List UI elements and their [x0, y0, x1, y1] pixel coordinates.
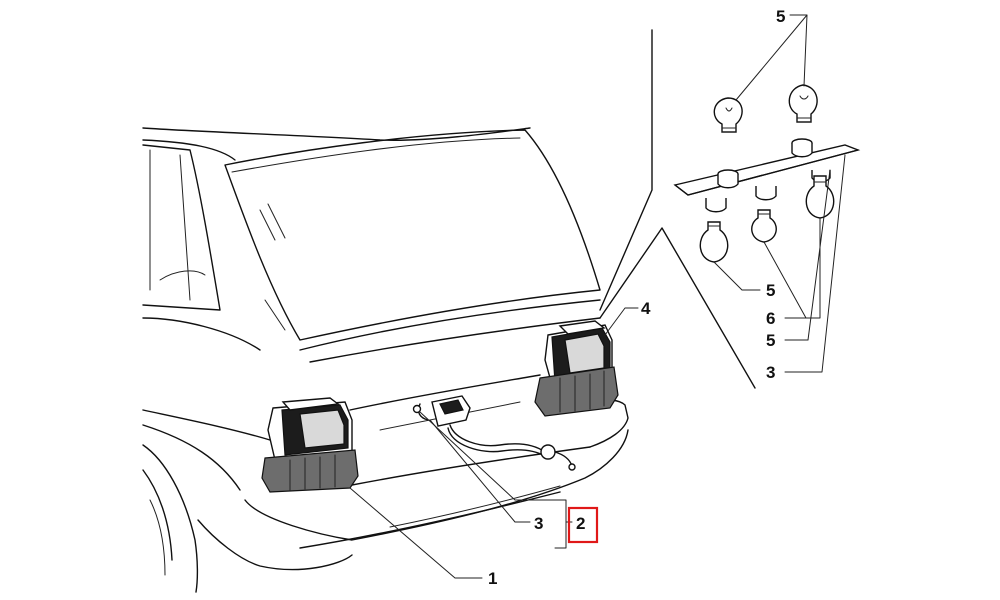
callout-2-highlight-box [567, 506, 599, 544]
left-tail-light [261, 397, 359, 493]
right-tail-light [534, 320, 619, 417]
bulb-icon [805, 175, 835, 219]
bulb-socket-top-1 [717, 169, 739, 189]
leader-lines [349, 14, 846, 579]
callout-3-left: 3 [534, 514, 543, 533]
callout-5-top: 5 [776, 7, 785, 26]
bulb-icon [699, 221, 729, 263]
callout-labels: 1 2 3 4 5 5 6 5 3 [488, 7, 785, 588]
bulb-icon [788, 84, 818, 123]
callout-1: 1 [488, 569, 497, 588]
detail-projection-lines [599, 29, 756, 389]
callout-5-mid: 5 [766, 281, 775, 300]
callout-2: 2 [576, 514, 585, 533]
callout-4: 4 [641, 299, 651, 318]
callout-3-right: 3 [766, 363, 775, 382]
plate-light-assembly [412, 395, 576, 471]
bulb-holder-detail [673, 84, 861, 263]
callout-5-low: 5 [766, 331, 775, 350]
bulb-socket-top-2 [791, 138, 813, 158]
car-body [142, 127, 629, 593]
callout-6: 6 [766, 309, 775, 328]
grommet-icon [540, 444, 556, 460]
bulb-icon [751, 209, 777, 243]
bulb-icon [713, 97, 743, 133]
